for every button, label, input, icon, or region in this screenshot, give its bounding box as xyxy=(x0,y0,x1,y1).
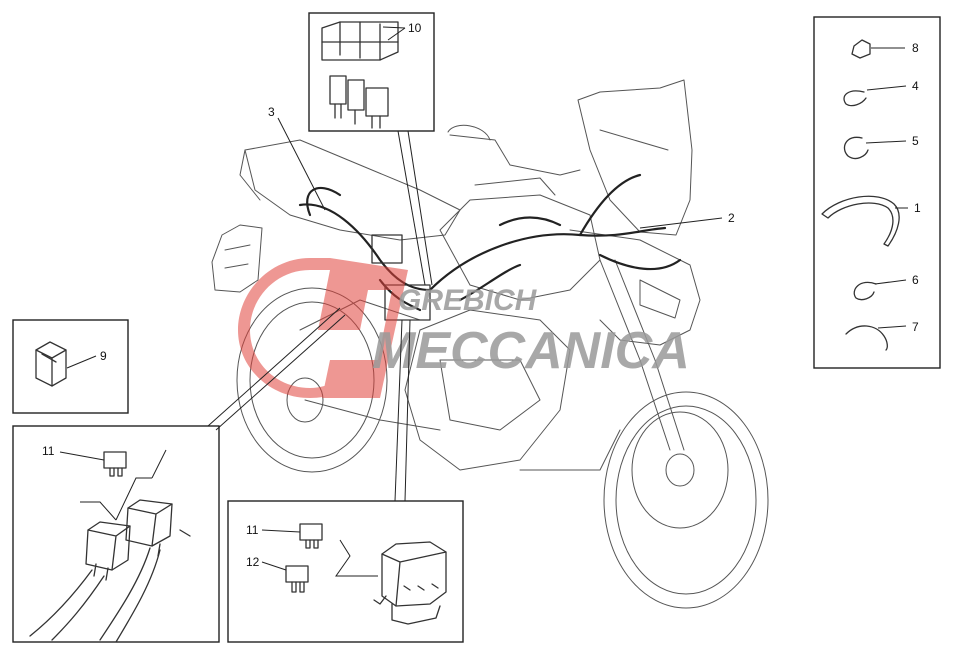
inset-clips: 8 4 5 1 6 7 xyxy=(813,16,941,369)
callout-10: 10 xyxy=(408,21,422,35)
cable-clip-4-icon xyxy=(843,90,867,107)
cable-tie-1-icon xyxy=(821,195,900,247)
callout-6: 6 xyxy=(912,273,919,287)
callout-1: 1 xyxy=(914,201,921,215)
relay-units xyxy=(329,75,389,129)
callout-11-a: 11 xyxy=(42,444,55,458)
callout-2: 2 xyxy=(728,211,735,225)
callout-11-b: 11 xyxy=(246,523,259,537)
inset-fuse-box: 11 12 xyxy=(227,319,464,643)
fuse-box-icon xyxy=(373,541,447,625)
connector-9-icon xyxy=(35,341,67,387)
wiring-harness xyxy=(298,173,682,321)
callout-8: 8 xyxy=(912,41,919,55)
callout-12: 12 xyxy=(246,555,260,569)
inset-relays: 10 xyxy=(308,12,435,286)
callout-5: 5 xyxy=(912,134,919,148)
callout-7: 7 xyxy=(912,320,919,334)
callout-4: 4 xyxy=(912,79,919,93)
inset-connector: 9 xyxy=(12,319,129,414)
cable-tie-7-icon xyxy=(845,325,888,351)
cable-clip-6-icon xyxy=(853,281,877,301)
watermark-line2: MECCANICA xyxy=(372,322,690,380)
cable-clip-8-icon xyxy=(851,39,871,59)
fuse-12-icon xyxy=(285,565,309,593)
watermark-logo xyxy=(238,258,408,398)
cable-clip-5-icon xyxy=(843,136,869,160)
relay-fuse-block xyxy=(321,21,399,61)
callout-3: 3 xyxy=(268,105,275,119)
watermark-line1: GREBICH xyxy=(398,284,538,317)
watermark: GREBICH MECCANICA xyxy=(238,258,690,398)
callout-9: 9 xyxy=(100,349,107,363)
inset-fuse-relays: 11 xyxy=(12,307,346,643)
relay-pair-icon xyxy=(85,499,191,581)
